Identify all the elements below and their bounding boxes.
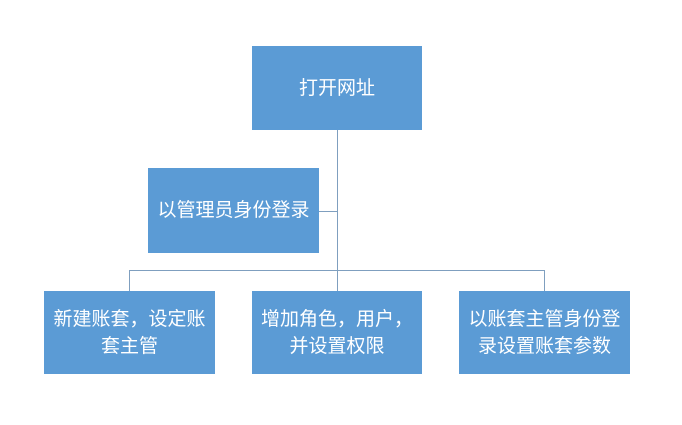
node-admin-login-label: 以管理员身份登录 (157, 199, 310, 221)
node-supervisor-login: 以账套主管身份登录设置账套参数 (459, 291, 630, 374)
node-create-account-set: 新建账套，设定账套主管 (44, 291, 215, 374)
node-create-account-set-label: 新建账套，设定账套主管 (53, 307, 206, 357)
node-add-roles-users: 增加角色，用户，并设置权限 (252, 291, 422, 374)
connector-left-drop (129, 270, 130, 291)
node-supervisor-login-label: 以账套主管身份登录设置账套参数 (468, 307, 621, 357)
connector-trunk (337, 130, 338, 291)
node-open-url: 打开网址 (252, 46, 422, 130)
connector-right-drop (544, 270, 545, 291)
connector-admin-branch (319, 211, 338, 212)
node-open-url-label: 打开网址 (298, 76, 375, 99)
connector-horizontal-bar (129, 270, 545, 271)
node-add-roles-users-label: 增加角色，用户，并设置权限 (260, 307, 413, 357)
node-admin-login: 以管理员身份登录 (148, 168, 319, 253)
